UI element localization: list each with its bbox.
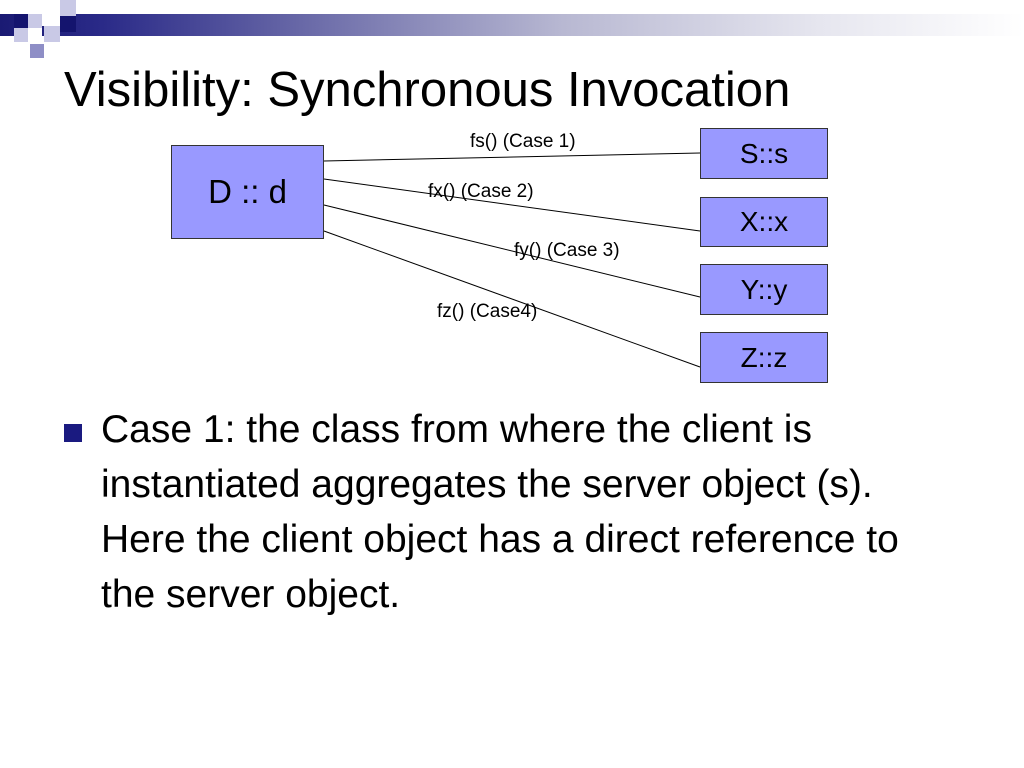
edge-label-fx: fx() (Case 2)	[428, 181, 534, 202]
square-bullet-icon	[64, 424, 82, 442]
server-box-y: Y::y	[700, 264, 828, 315]
server-box-z: Z::z	[700, 332, 828, 383]
invocation-diagram: D :: d S::s X::x Y::y Z::z fs() (Case 1)…	[171, 128, 828, 383]
connector-fx	[323, 178, 701, 232]
server-box-s: S::s	[700, 128, 828, 179]
server-box-x: X::x	[700, 197, 828, 247]
edge-label-fz: fz() (Case4)	[437, 301, 538, 322]
connector-fy	[323, 204, 701, 298]
connector-fs	[323, 152, 701, 162]
edge-label-fs: fs() (Case 1)	[470, 131, 576, 152]
header-gradient-bar	[0, 14, 1024, 36]
bullet-text: Case 1: the class from where the client …	[101, 408, 899, 616]
client-box-d: D :: d	[171, 145, 324, 239]
edge-label-fy: fy() (Case 3)	[514, 240, 620, 261]
connector-fz	[323, 230, 701, 368]
connector-lines	[323, 152, 701, 368]
slide-title: Visibility: Synchronous Invocation	[64, 63, 791, 117]
